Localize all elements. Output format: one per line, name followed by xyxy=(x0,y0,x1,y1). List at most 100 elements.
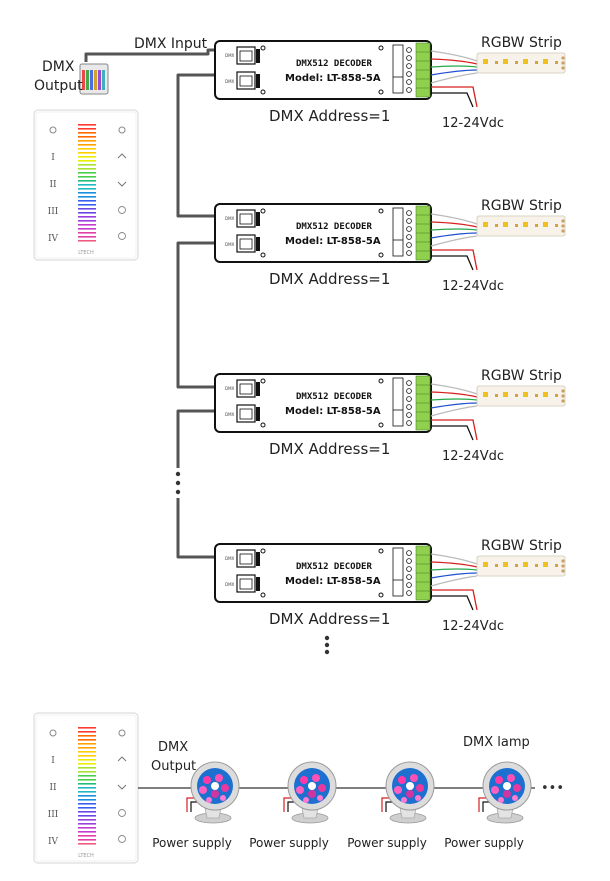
spectrum-bar xyxy=(78,164,96,166)
spectrum-bar xyxy=(78,759,96,761)
decoder-model: Model: LT-858-5A xyxy=(285,576,381,587)
mode-icon xyxy=(118,809,126,817)
spectrum-bar xyxy=(78,827,96,829)
output-wire xyxy=(430,383,478,395)
spotlight-icon xyxy=(385,761,435,824)
spectrum-bar xyxy=(78,743,96,745)
spectrum-bar xyxy=(78,192,96,194)
spectrum-bar xyxy=(78,232,96,234)
spectrum-bar xyxy=(78,731,96,733)
spectrum-bar xyxy=(78,240,96,242)
controller-brand: LTECH xyxy=(78,853,94,859)
controller-brand: LTECH xyxy=(78,250,94,256)
output-wire xyxy=(430,398,478,401)
spectrum-bar xyxy=(78,212,96,214)
spectrum-bar xyxy=(78,200,96,202)
output-wire xyxy=(430,568,478,571)
spectrum-bar xyxy=(78,184,96,186)
spectrum-bar xyxy=(78,799,96,801)
spectrum-bar xyxy=(78,224,96,226)
power-wire xyxy=(431,86,478,108)
decoder-body xyxy=(214,543,432,603)
power-wire xyxy=(431,589,478,611)
dmx-lamp: Power supply xyxy=(249,761,337,850)
dmx-lamp-label: DMX lamp xyxy=(463,735,530,750)
spectrum-bar xyxy=(78,148,96,150)
rgbw-strip-label: RGBW Strip xyxy=(481,368,562,384)
decoder-body xyxy=(214,373,432,433)
rgbw-strip xyxy=(476,555,566,577)
spectrum-bar xyxy=(78,803,96,805)
mode-icon xyxy=(118,206,126,214)
spectrum-bar xyxy=(78,124,96,126)
decoder-title: DMX512 DECODER xyxy=(296,59,372,69)
spectrum-bar xyxy=(78,823,96,825)
dmx-output-label-line1: DMX xyxy=(42,59,75,75)
controller-button-1: I xyxy=(51,153,55,163)
spectrum-bar xyxy=(78,763,96,765)
spectrum-bar xyxy=(78,811,96,813)
speed-icon xyxy=(118,835,126,843)
decoder-model: Model: LT-858-5A xyxy=(285,406,381,417)
output-wire xyxy=(430,391,478,398)
decoder-model: Model: LT-858-5A xyxy=(285,73,381,84)
output-wire xyxy=(430,232,478,239)
dmx-lamp: Power supply xyxy=(347,761,435,850)
power-label: 12-24Vdc xyxy=(442,116,504,131)
spectrum-bar xyxy=(78,168,96,170)
rgbw-strip xyxy=(476,385,566,407)
decoder-title: DMX512 DECODER xyxy=(296,222,372,232)
dmx-output-connector xyxy=(79,63,109,95)
spectrum-bar xyxy=(78,771,96,773)
output-wire xyxy=(430,235,478,247)
controller-spectrum xyxy=(78,124,96,242)
power-wire xyxy=(431,419,478,441)
controller-button-2: II xyxy=(49,180,57,190)
continuation-dots-bottom xyxy=(324,635,330,655)
decoder-title: DMX512 DECODER xyxy=(296,562,372,572)
chevron-down-icon xyxy=(117,784,127,790)
dmx-output-bottom-line2: Output xyxy=(151,759,196,774)
spectrum-bar xyxy=(78,791,96,793)
rgbw-strip xyxy=(476,52,566,74)
spectrum-bar xyxy=(78,216,96,218)
spectrum-bar xyxy=(78,831,96,833)
spectrum-bar xyxy=(78,136,96,138)
spectrum-bar xyxy=(78,775,96,777)
controller-button-1: I xyxy=(51,756,55,766)
spectrum-bar xyxy=(78,755,96,757)
output-wire xyxy=(430,65,478,68)
spectrum-bar xyxy=(78,236,96,238)
spectrum-bar xyxy=(78,180,96,182)
spectrum-bar xyxy=(78,767,96,769)
spectrum-bar xyxy=(78,735,96,737)
controller-button-4: IV xyxy=(48,837,59,847)
power-wire xyxy=(431,425,474,441)
power-wire xyxy=(431,92,474,108)
spectrum-bar xyxy=(78,795,96,797)
output-wire xyxy=(430,228,478,231)
dmx-lamp: Power supply xyxy=(444,761,532,850)
spectrum-bar xyxy=(78,172,96,174)
output-wire xyxy=(430,553,478,565)
spectrum-bar xyxy=(78,819,96,821)
chevron-up-icon xyxy=(117,756,127,762)
spectrum-bar xyxy=(78,196,96,198)
rgbw-strip-label: RGBW Strip xyxy=(481,198,562,214)
lamp-power-label: Power supply xyxy=(444,836,524,850)
wall-controller-bottom: I II III IV LTECH xyxy=(33,712,139,864)
spectrum-bar xyxy=(78,739,96,741)
spectrum-bar xyxy=(78,807,96,809)
output-wire xyxy=(430,58,478,65)
power-label: 12-24Vdc xyxy=(442,619,504,634)
spotlight-icon xyxy=(287,761,337,824)
lamp-power-label: Power supply xyxy=(249,836,329,850)
dmx-output-bottom-line1: DMX xyxy=(158,740,188,755)
dmx-output-label-line2: Output xyxy=(34,78,83,94)
decoder-body xyxy=(214,203,432,263)
lamp-power-label: Power supply xyxy=(347,836,427,850)
power-label: 12-24Vdc xyxy=(442,279,504,294)
spectrum-bar xyxy=(78,783,96,785)
